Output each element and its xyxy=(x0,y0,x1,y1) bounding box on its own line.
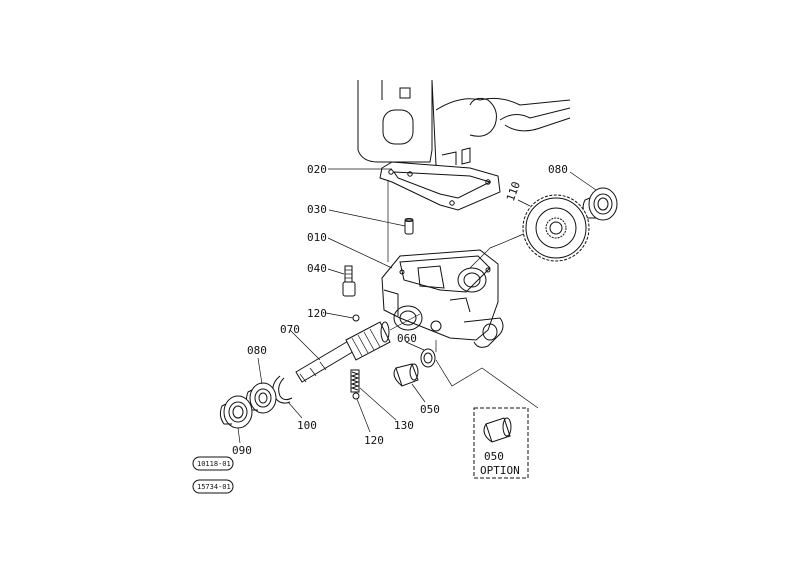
leader-lines xyxy=(237,168,597,444)
label-020: 020 xyxy=(307,163,327,176)
bearing-090 xyxy=(219,395,253,429)
label-060: 060 xyxy=(397,332,417,345)
label-080-left: 080 xyxy=(247,344,267,357)
reference-stamp-1 xyxy=(192,456,234,471)
label-110: 110 xyxy=(504,180,523,203)
spring-130 xyxy=(350,369,360,393)
o-ring-060 xyxy=(420,348,436,368)
label-120-bottom: 120 xyxy=(364,434,384,447)
reference-stamp-2 xyxy=(192,479,234,494)
ball-120-bottom xyxy=(352,392,360,400)
label-130: 130 xyxy=(394,419,414,432)
option-box xyxy=(473,407,529,479)
label-050-option: 050 xyxy=(484,450,504,463)
label-040: 040 xyxy=(307,262,327,275)
engine-block xyxy=(357,79,571,169)
part-labels: 020 030 010 040 080 110 120 070 080 060 … xyxy=(197,163,568,491)
dowel-pin-030 xyxy=(404,218,414,235)
label-080-top: 080 xyxy=(548,163,568,176)
gear-housing-010 xyxy=(381,249,504,348)
gasket-020 xyxy=(379,161,501,211)
plug-050 xyxy=(393,363,419,387)
label-070: 070 xyxy=(280,323,300,336)
label-010: 010 xyxy=(307,231,327,244)
label-030: 030 xyxy=(307,203,327,216)
reference-code-1: 10118-01 xyxy=(197,460,231,468)
label-050: 050 xyxy=(420,403,440,416)
reference-code-2: 15734-01 xyxy=(197,483,231,491)
label-option: OPTION xyxy=(480,464,520,477)
gear-110 xyxy=(522,194,590,262)
label-090: 090 xyxy=(232,444,252,457)
ball-120-top xyxy=(352,314,360,322)
label-100: 100 xyxy=(297,419,317,432)
bearing-080-top xyxy=(582,187,618,221)
label-120-top: 120 xyxy=(307,307,327,320)
shaft-070 xyxy=(295,321,391,383)
bolt-040 xyxy=(342,265,356,297)
